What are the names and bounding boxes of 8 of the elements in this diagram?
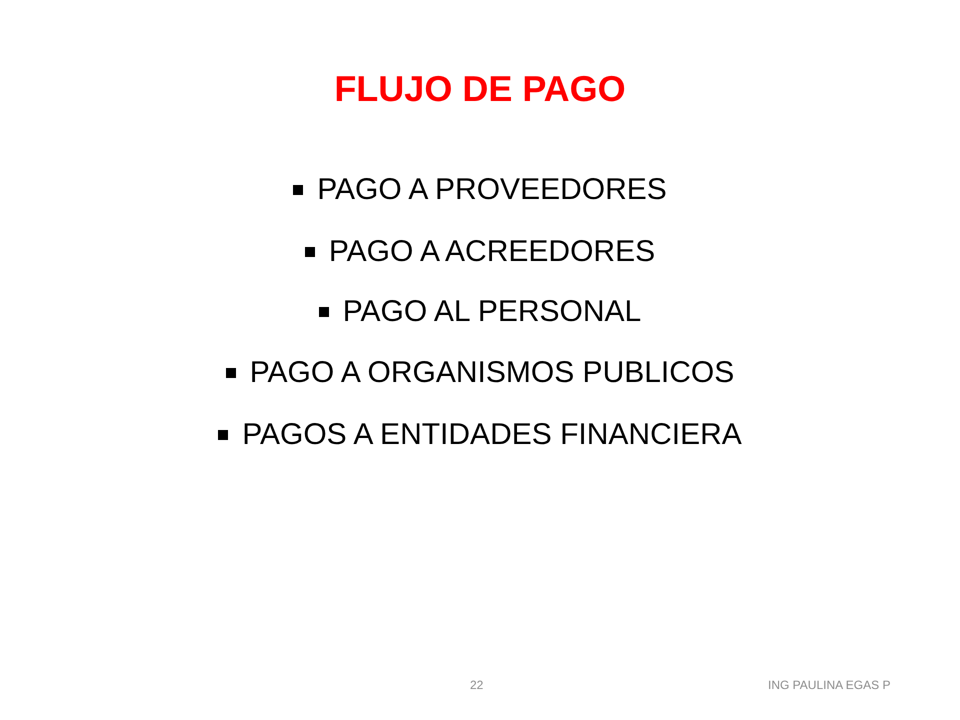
list-item: PAGO A PROVEEDORES [317,173,667,207]
slide-title: FLUJO DE PAGO [334,68,626,109]
page-number: 22 [470,678,484,692]
footer-author: ING PAULINA EGAS P [768,678,890,692]
list-item: PAGOS A ENTIDADES FINANCIERA [242,418,742,452]
list-item: PAGO A ACREEDORES [328,235,656,269]
list-item: PAGO A ORGANISMOS PUBLICOS [250,356,734,390]
list-item: PAGO AL PERSONAL [342,295,642,329]
